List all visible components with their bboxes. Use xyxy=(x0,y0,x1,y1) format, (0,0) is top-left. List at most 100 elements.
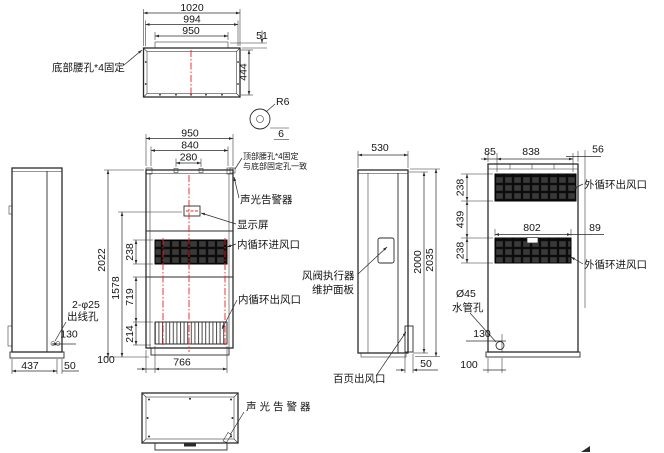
label-r6: R6 xyxy=(276,96,290,108)
left-view-base xyxy=(9,351,65,359)
front-alarm-device xyxy=(229,167,236,174)
dim-439: 439 xyxy=(455,211,467,229)
scale-mark xyxy=(581,446,590,452)
external-outlet-grille xyxy=(494,173,577,202)
front-view-base xyxy=(150,347,230,356)
wire-holes-callout: 2-φ25 出线孔 xyxy=(50,299,100,346)
dim-100-front: 100 xyxy=(97,354,115,366)
dim-950-front: 950 xyxy=(181,128,199,140)
label-damper-line1: 风阀执行器 xyxy=(302,269,355,282)
dim-238-rear-bottom: 238 xyxy=(455,242,467,260)
dim-2000: 2000 xyxy=(412,250,424,274)
damper-maintenance-panel xyxy=(377,237,395,264)
dim-994: 994 xyxy=(183,14,201,26)
right-side-view: 530 2000 2035 50 风阀执行器 维护面板 百页出风口 xyxy=(302,142,440,385)
top-view-outline xyxy=(142,47,241,98)
label-wire-holes-size: 2-φ25 xyxy=(72,299,100,311)
left-view-display-profile xyxy=(8,205,13,215)
label-wire-holes: 出线孔 xyxy=(67,310,99,323)
label-louver-outlet: 百页出风口 xyxy=(333,372,386,385)
dim-1578: 1578 xyxy=(110,276,122,300)
label-external-outlet: 外循环出风口 xyxy=(584,178,647,191)
dim-50-left: 50 xyxy=(64,360,76,372)
dim-2035: 2035 xyxy=(424,248,436,272)
dim-838: 838 xyxy=(522,146,540,158)
rear-top-dimensions: 85 838 56 xyxy=(481,144,604,172)
label-pipe-diameter: Ø45 xyxy=(456,288,476,300)
dim-100-rear: 100 xyxy=(460,359,478,371)
top-view-corner-marks xyxy=(143,47,241,98)
internal-outlet-louver xyxy=(154,321,228,345)
dim-840: 840 xyxy=(181,140,199,152)
label-display: 显示屏 xyxy=(237,219,269,231)
side-view-base xyxy=(360,352,407,358)
dim-6: 6 xyxy=(278,128,284,140)
dim-56: 56 xyxy=(592,144,604,156)
water-pipe-hole xyxy=(495,341,505,350)
label-external-inlet: 外循环进风口 xyxy=(584,258,647,271)
label-alarm-front: 声光告警器 xyxy=(240,193,293,206)
dim-51: 51 xyxy=(256,30,268,42)
label-alarm-bottom: 声光告警器 xyxy=(246,400,314,413)
left-view-louver-profile xyxy=(7,325,13,347)
rear-view: 85 838 56 238 439 238 802 89 外循环出风口 xyxy=(452,144,647,373)
dim-50-side: 50 xyxy=(420,358,432,370)
top-view-dimensions: 1020 994 950 51 444 xyxy=(143,2,268,96)
dim-130-left: 130 xyxy=(60,329,78,341)
dim-437: 437 xyxy=(21,360,39,372)
dim-1020: 1020 xyxy=(180,2,204,14)
rear-mid-dimensions: 802 89 xyxy=(494,222,604,236)
dim-214: 214 xyxy=(124,325,136,343)
front-left-dimensions: 2022 1578 238 719 214 xyxy=(96,169,182,358)
rear-callouts: 外循环出风口 外循环进风口 Ø45 水管孔 xyxy=(452,178,647,343)
corner-radius-detail: R6 6 xyxy=(249,96,290,140)
dim-802: 802 xyxy=(523,222,541,234)
label-internal-outlet: 内循环出风口 xyxy=(238,293,301,306)
wire-hole-1 xyxy=(50,341,56,346)
left-side-view: 437 50 130 2-φ25 出线孔 xyxy=(7,167,100,374)
label-damper-line2: 维护面板 xyxy=(312,283,354,296)
top-view-fixing-dots xyxy=(144,61,239,96)
dim-280: 280 xyxy=(180,152,198,164)
dim-950-top: 950 xyxy=(182,25,200,37)
bottom-view-fixing-dots xyxy=(146,397,234,438)
label-top-holes-line2: 与底部固定孔一致 xyxy=(243,161,307,171)
internal-inlet-grille xyxy=(154,239,228,265)
bottom-view: 声光告警器 xyxy=(141,392,314,451)
front-top-hole-a xyxy=(173,168,179,173)
dim-444: 444 xyxy=(238,63,250,81)
front-top-hole-b xyxy=(198,168,204,173)
dim-719: 719 xyxy=(124,288,136,306)
left-view-dimensions: 437 50 130 xyxy=(11,329,79,374)
dim-530: 530 xyxy=(371,142,389,154)
rear-left-dimensions: 238 439 238 xyxy=(455,173,493,264)
bottom-view-corner-marks xyxy=(141,392,239,444)
bottom-alarm-device xyxy=(222,432,232,443)
front-callouts: 顶部腰孔*4固定 与底部固定孔一致 声光告警器 显示屏 内循环进风口 内循环出风… xyxy=(200,151,307,330)
top-view: 1020 994 950 51 444 R6 6 底部腰孔*4固定 xyxy=(52,2,290,140)
front-top-dimensions: 950 840 280 xyxy=(145,128,234,167)
dim-238-front: 238 xyxy=(124,243,136,261)
rear-top-ticks xyxy=(509,164,555,169)
bottom-tab-mark xyxy=(184,443,196,447)
display-screen xyxy=(183,205,201,217)
front-view: 950 840 280 2022 1578 238 719 214 xyxy=(96,128,307,373)
dim-85: 85 xyxy=(484,146,496,158)
label-internal-inlet: 内循环进风口 xyxy=(237,238,300,251)
rear-view-base xyxy=(485,351,581,358)
side-callouts: 风阀执行器 维护面板 百页出风口 xyxy=(302,246,407,385)
dim-2022: 2022 xyxy=(96,248,108,272)
label-pipe-hole: 水管孔 xyxy=(452,301,484,314)
side-louver-outlet xyxy=(404,325,414,353)
dim-89: 89 xyxy=(589,222,601,234)
label-bottom-holes: 底部腰孔*4固定 xyxy=(52,61,125,74)
bottom-view-inner xyxy=(145,396,235,440)
dim-766: 766 xyxy=(173,357,191,369)
side-view-dimensions: 530 2000 2035 50 xyxy=(357,142,440,373)
front-top-left-fixing-hole xyxy=(145,167,153,175)
wire-hole-2 xyxy=(55,341,61,346)
bottom-holes-callout: 底部腰孔*4固定 xyxy=(52,49,143,74)
